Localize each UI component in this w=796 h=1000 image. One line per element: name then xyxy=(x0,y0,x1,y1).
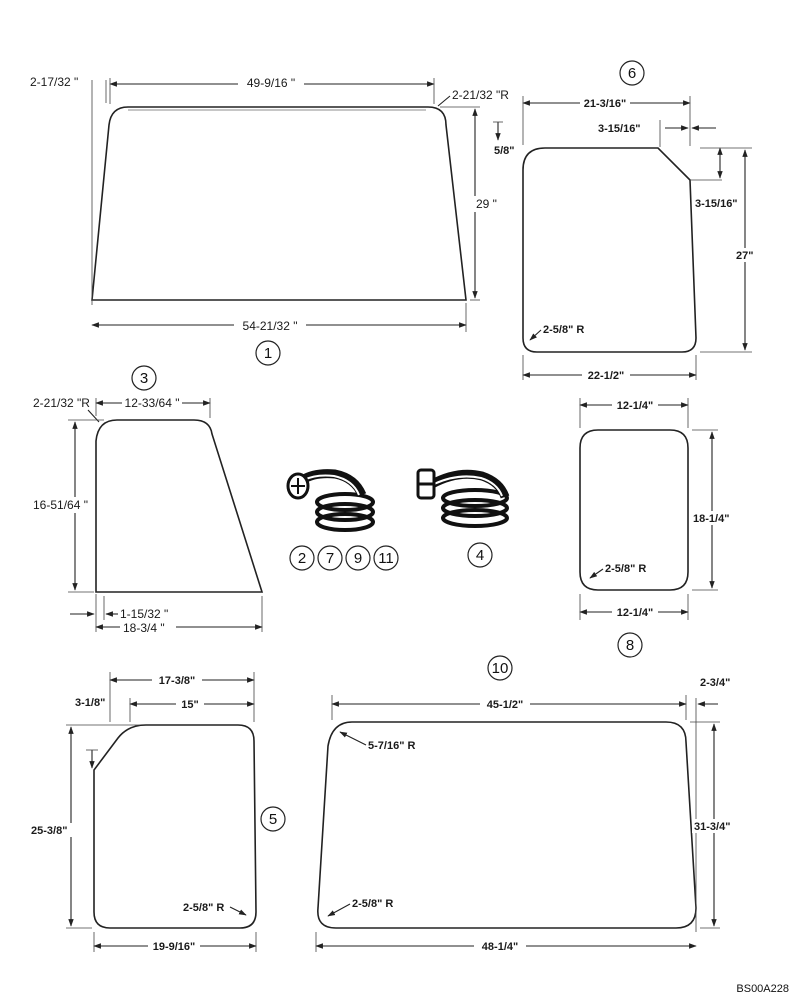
glass-5-overall-width: 17-3/8" xyxy=(159,675,195,687)
glass-3-offset: 1-15/32 " xyxy=(120,607,168,621)
glass-6-top-width: 21-3/16" xyxy=(584,98,627,110)
seal-callout-4: 4 xyxy=(476,547,484,564)
glass-10-top-width: 45-1/2" xyxy=(487,699,523,711)
seal-callout-9: 9 xyxy=(354,550,362,567)
glass-3-outline xyxy=(95,419,264,593)
glass-1: 49-9/16 " 2-17/32 " 2-21/32 "R 29 " 54-2… xyxy=(30,75,509,366)
glass-6-callout: 6 xyxy=(628,65,636,82)
glass-3-top-width: 12-33/64 " xyxy=(125,396,180,410)
glass-5-top-width: 15" xyxy=(181,699,198,711)
glass-5-callout: 5 xyxy=(269,811,277,828)
glass-8-callout: 8 xyxy=(626,637,634,654)
glass-1-bottom-width: 54-21/32 " xyxy=(243,319,298,333)
seal-callout-7: 7 xyxy=(326,550,334,567)
glass-3-bottom-width: 18-3/4 " xyxy=(123,621,165,635)
glass-6-notch-width: 3-15/16" xyxy=(598,123,641,135)
glass-10-height: 31-3/4" xyxy=(694,821,730,833)
glass-3-corner-radius: 2-21/32 "R xyxy=(33,396,90,410)
glass-6-outline xyxy=(522,147,697,353)
glass-10-bottom-width: 48-1/4" xyxy=(482,941,518,953)
reference-code: BS00A228 xyxy=(736,983,789,995)
glass-10-top-corner-radius: 5-7/16" R xyxy=(368,740,415,752)
glass-3: 3 2-21/32 "R 12-33/64 " 16-51/64 " 1-15/… xyxy=(30,365,264,635)
seal-coil-icon xyxy=(416,468,510,528)
glass-8-bottom-width: 12-1/4" xyxy=(617,607,653,619)
glass-1-offset: 2-17/32 " xyxy=(30,75,78,89)
glass-1-top-width: 49-9/16 " xyxy=(247,76,295,90)
glass-6-top-offset: 5/8" xyxy=(494,145,515,157)
glass-8: 12-1/4" 18-1/4" 2-5/8" R 12-1/4" 8 xyxy=(579,398,734,658)
glass-10-outline xyxy=(317,721,697,929)
glass-5-outline xyxy=(93,724,257,929)
glass-8-outline xyxy=(579,429,689,591)
seal-group-a: 2 7 9 11 xyxy=(286,469,399,571)
glass-3-height: 16-51/64 " xyxy=(33,498,88,512)
glass-3-callout: 3 xyxy=(140,370,148,387)
seal-coil-icon xyxy=(286,469,375,532)
glass-10-callout: 10 xyxy=(492,660,509,677)
glass-5-corner-radius: 2-5/8" R xyxy=(183,902,224,914)
glass-8-height: 18-1/4" xyxy=(693,513,729,525)
seal-callout-11: 11 xyxy=(378,550,394,567)
glass-1-callout: 1 xyxy=(264,345,272,362)
glass-1-outline xyxy=(91,106,467,301)
glass-6-notch-height: 3-15/16" xyxy=(695,198,738,210)
glass-5-bottom-width: 19-9/16" xyxy=(153,941,196,953)
glass-5: 17-3/8" 15" 3-1/8" 25-3/8" 2-5/8" R 19-9… xyxy=(30,672,286,953)
glass-10-bottom-corner-radius: 2-5/8" R xyxy=(352,898,393,910)
glass-10: 10 45-1/2" 2-3/4" 5-7/16" R 31-3/4" 2-5/… xyxy=(315,655,740,953)
glass-5-height: 25-3/8" xyxy=(31,825,67,837)
glass-5-top-offset: 3-1/8" xyxy=(75,697,105,709)
glass-8-corner-radius: 2-5/8" R xyxy=(605,563,646,575)
glass-6-corner-radius: 2-5/8" R xyxy=(543,324,584,336)
glass-8-top-width: 12-1/4" xyxy=(617,400,653,412)
glass-6-bottom-width: 22-1/2" xyxy=(588,370,624,382)
seal-group-b: 4 xyxy=(416,468,510,568)
glass-10-offset: 2-3/4" xyxy=(700,677,730,689)
glass-1-corner-radius: 2-21/32 "R xyxy=(452,88,509,102)
glass-6: 6 21-3/16" 3-15/16" 5/8" 3-15/16" 27" 2-… xyxy=(493,60,758,382)
glass-6-height: 27" xyxy=(736,250,753,262)
glass-1-height: 29 " xyxy=(476,197,497,211)
seal-callout-2: 2 xyxy=(298,550,306,567)
